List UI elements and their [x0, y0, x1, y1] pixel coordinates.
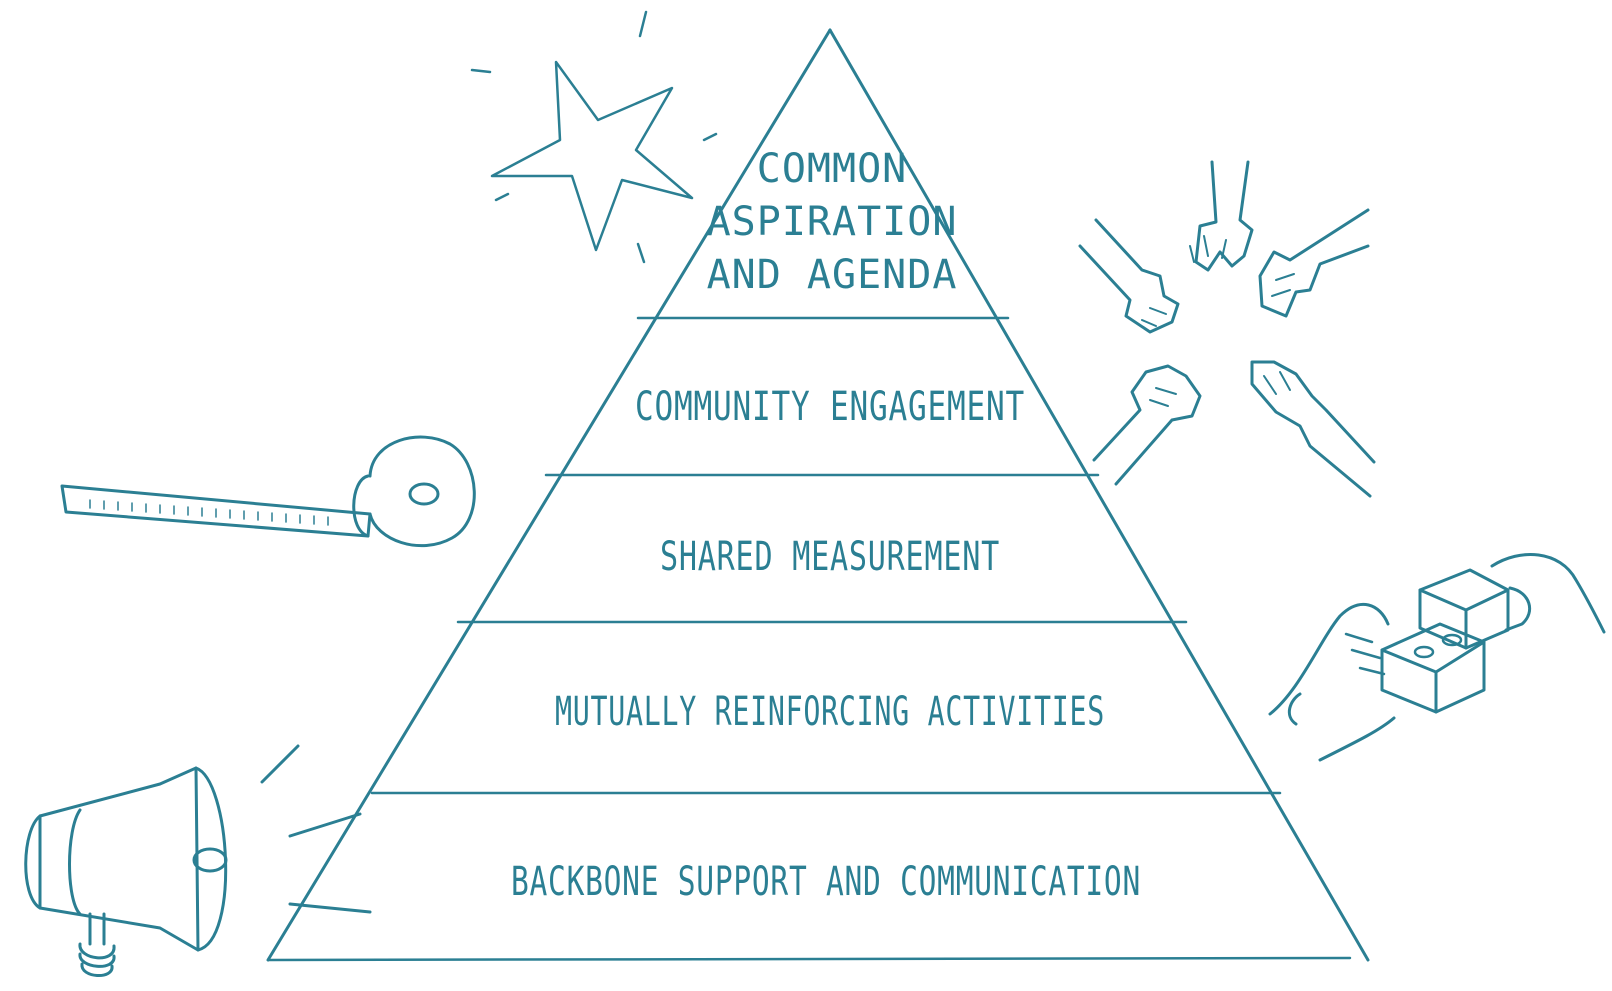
tier-shared-measurement: SHARED MEASUREMENT	[660, 534, 1000, 580]
tier-mutually-reinforcing-activities: MUTUALLY REINFORCING ACTIVITIES	[555, 689, 1105, 735]
tier-common-aspiration: COMMON ASPIRATION AND AGENDA	[707, 146, 958, 298]
tier-label-line: COMMON	[757, 146, 908, 192]
tier-label-line: AND AGENDA	[707, 252, 958, 298]
building-blocks-hands-icon	[1268, 553, 1606, 762]
joined-hands-icon	[1078, 160, 1376, 498]
tape-measure-icon	[60, 435, 476, 548]
tier-label-line: ASPIRATION	[707, 199, 958, 245]
star-icon	[470, 10, 718, 264]
tier-backbone-support: BACKBONE SUPPORT AND COMMUNICATION	[511, 859, 1141, 905]
pyramid-outline	[266, 28, 1370, 962]
megaphone-icon	[24, 744, 372, 977]
tier-community-engagement: COMMUNITY ENGAGEMENT	[635, 384, 1025, 430]
